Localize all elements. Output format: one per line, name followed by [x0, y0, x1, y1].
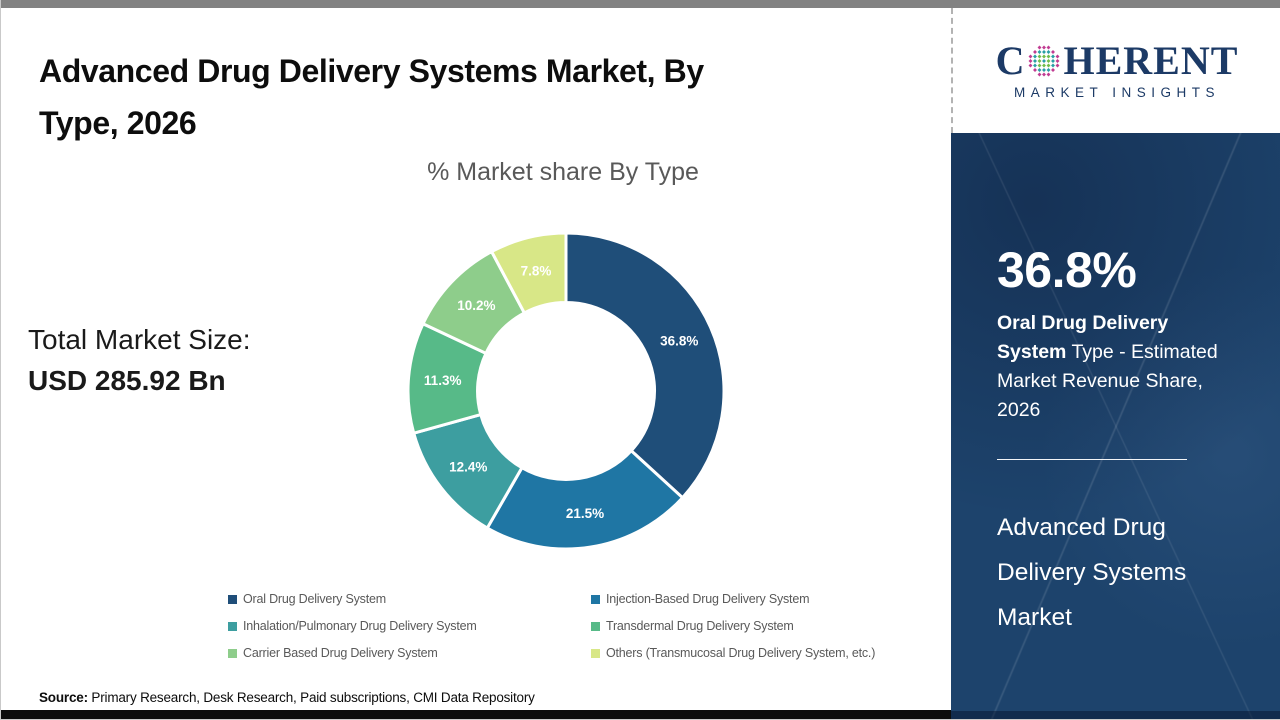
slice-label: 7.8%	[521, 263, 552, 278]
brand-prefix: C	[995, 38, 1026, 83]
legend-marker	[228, 621, 237, 631]
sidebar-stat-value: 36.8%	[997, 242, 1137, 298]
globe-dot	[1033, 63, 1038, 68]
globe-dot	[1042, 68, 1047, 72]
legend-item: Carrier Based Drug Delivery System	[228, 646, 591, 660]
globe-dot	[1051, 59, 1056, 63]
globe-dot	[1051, 63, 1056, 68]
page-title-line1: Advanced Drug Delivery Systems Market, B…	[39, 53, 704, 90]
globe-dot	[1028, 54, 1033, 59]
brand-wordmark: C HERENT	[996, 41, 1239, 81]
total-market-size-label: Total Market Size:	[28, 324, 251, 355]
page-title: Advanced Drug Delivery Systems Market, B…	[39, 45, 889, 149]
globe-dot	[1046, 54, 1051, 59]
globe-dot	[1042, 63, 1047, 68]
globe-dot	[1037, 72, 1042, 77]
page-title-line2: Type, 2026	[39, 105, 197, 142]
globe-dot	[1042, 72, 1047, 77]
legend-label: Transdermal Drug Delivery System	[606, 619, 794, 633]
slice-label: 10.2%	[457, 298, 495, 313]
globe-dot	[1046, 45, 1051, 50]
legend-marker	[591, 648, 600, 658]
sidebar-stat-segment: Oral Drug Delivery System	[997, 312, 1169, 363]
globe-dot	[1046, 72, 1051, 77]
globe-dot	[1042, 50, 1047, 54]
slice-label: 11.3%	[424, 373, 462, 388]
globe-dot	[1037, 68, 1042, 72]
globe-dots-icon	[1028, 45, 1060, 77]
globe-dot	[1046, 63, 1051, 68]
sidebar-panel: 36.8% Oral Drug Delivery System Type - E…	[951, 133, 1280, 719]
source-text: Primary Research, Desk Research, Paid su…	[87, 690, 535, 705]
globe-dot	[1042, 54, 1047, 59]
globe-dot	[1051, 50, 1056, 54]
source-note: Source: Primary Research, Desk Research,…	[39, 690, 535, 705]
globe-dot	[1042, 45, 1047, 50]
chart-title: % Market share By Type	[427, 158, 699, 186]
globe-dot	[1055, 59, 1060, 63]
legend-marker	[228, 648, 237, 658]
legend-label: Carrier Based Drug Delivery System	[243, 646, 438, 660]
globe-dot	[1046, 50, 1051, 54]
globe-dot	[1046, 59, 1051, 63]
legend-item: Others (Transmucosal Drug Delivery Syste…	[591, 646, 928, 660]
globe-dot	[1037, 45, 1042, 50]
donut-chart: 36.8% 21.5% 12.4% 11.3% 10.2% 7.8%	[406, 231, 726, 551]
globe-dot	[1033, 50, 1038, 54]
globe-dot	[1028, 59, 1033, 63]
donut-slice	[489, 231, 568, 315]
chart-legend: Oral Drug Delivery System Injection-Based…	[228, 592, 928, 660]
legend-label: Oral Drug Delivery System	[243, 592, 386, 606]
brand-logo: C HERENT MARKET INSIGHTS	[951, 8, 1280, 133]
slice-label: 36.8%	[660, 334, 698, 349]
legend-item: Oral Drug Delivery System	[228, 592, 591, 606]
legend-label: Injection-Based Drug Delivery System	[606, 592, 810, 606]
legend-marker	[591, 594, 600, 604]
sidebar-divider	[997, 459, 1187, 460]
slice-label: 21.5%	[566, 506, 604, 521]
top-border-bar	[1, 0, 1280, 8]
brand-suffix: HERENT	[1063, 38, 1239, 83]
globe-dot	[1028, 63, 1033, 68]
sidebar-stat-description: Oral Drug Delivery System Type - Estimat…	[997, 309, 1239, 425]
legend-label: Inhalation/Pulmonary Drug Delivery Syste…	[243, 619, 477, 633]
total-market-size-value: USD 285.92 Bn	[28, 365, 226, 396]
globe-dot	[1033, 68, 1038, 72]
donut-slice	[564, 231, 726, 500]
source-label: Source:	[39, 690, 88, 705]
legend-marker	[591, 621, 600, 631]
legend-item: Transdermal Drug Delivery System	[591, 619, 928, 633]
globe-dot	[1033, 54, 1038, 59]
globe-dot	[1037, 54, 1042, 59]
total-market-size: Total Market Size: USD 285.92 Bn	[28, 324, 251, 397]
bottom-border-bar	[1, 710, 951, 719]
globe-dot	[1055, 54, 1060, 59]
globe-dot	[1046, 68, 1051, 72]
slice-label: 12.4%	[449, 459, 487, 474]
globe-dot	[1033, 59, 1038, 63]
legend-label: Others (Transmucosal Drug Delivery Syste…	[606, 646, 876, 660]
globe-dot	[1051, 54, 1056, 59]
globe-dot	[1037, 63, 1042, 68]
sidebar-stat-rest: Type - Estimated Market Revenue Share, 2…	[997, 341, 1218, 421]
legend-item: Inhalation/Pulmonary Drug Delivery Syste…	[228, 619, 591, 633]
globe-dot	[1055, 63, 1060, 68]
globe-dot	[1037, 59, 1042, 63]
legend-item: Injection-Based Drug Delivery System	[591, 592, 928, 606]
globe-dot	[1042, 59, 1047, 63]
globe-dot	[1051, 68, 1056, 72]
donut-slice	[485, 448, 685, 551]
legend-marker	[228, 594, 237, 604]
brand-tagline: MARKET INSIGHTS	[1013, 85, 1221, 100]
globe-dot	[1037, 50, 1042, 54]
sidebar-market-title: Advanced Drug Delivery Systems Market	[997, 514, 1187, 631]
